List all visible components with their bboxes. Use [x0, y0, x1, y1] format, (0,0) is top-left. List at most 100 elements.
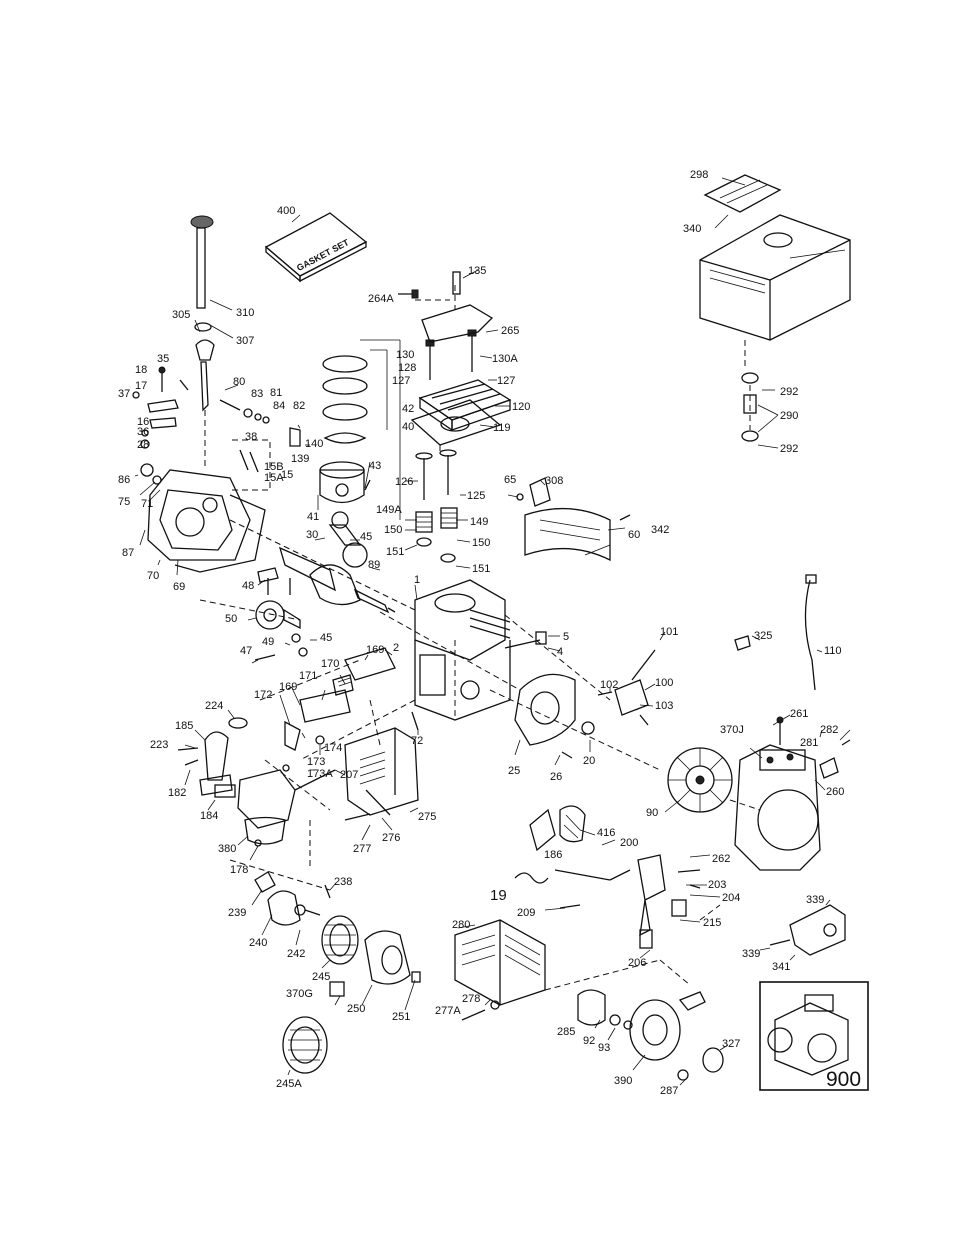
callout-140: 140 [305, 438, 323, 450]
callout-83: 83 [251, 388, 263, 400]
callout-60: 60 [628, 529, 640, 541]
callout-16: 16 [137, 416, 149, 428]
callout-128: 128 [398, 362, 416, 374]
callout-41: 41 [307, 511, 319, 523]
callout-1: 1 [414, 574, 420, 586]
callout-400: 400 [277, 205, 295, 217]
callout-102: 102 [600, 679, 618, 691]
assembly-leader-dashes [199, 285, 761, 991]
intake-elbow [177, 717, 248, 796]
callout-308: 308 [545, 475, 563, 487]
callout-203: 203 [708, 879, 726, 891]
callout-15B: 15B [264, 461, 284, 473]
callout-65: 65 [504, 474, 516, 486]
callout-239: 239 [228, 907, 246, 919]
callout-92: 92 [583, 1035, 595, 1047]
foam-texture [288, 1029, 322, 1061]
callout-86: 86 [118, 474, 130, 486]
muffler [344, 727, 419, 821]
callout-298: 298 [690, 169, 708, 181]
callout-80: 80 [233, 376, 245, 388]
crankcase-cover [140, 463, 266, 573]
callout-126: 126 [395, 476, 413, 488]
callout-390: 390 [614, 1075, 632, 1087]
callout-37: 37 [118, 388, 130, 400]
blower-housing [734, 716, 851, 871]
callout-287: 287 [660, 1085, 678, 1097]
callout-277A: 277A [435, 1005, 461, 1017]
crankshaft [278, 546, 396, 614]
callout-170: 170 [321, 658, 339, 670]
muffler-guard [454, 919, 546, 1021]
piston [319, 461, 371, 504]
callout-275: 275 [418, 811, 436, 823]
callout-206: 206 [628, 957, 646, 969]
callout-251: 251 [392, 1011, 410, 1023]
callout-173A: 173A [307, 768, 333, 780]
callout-101: 101 [660, 626, 678, 638]
callout-223: 223 [150, 739, 168, 751]
callout-48: 48 [242, 580, 254, 592]
callout-127a: 127 [392, 375, 410, 387]
callout-150b: 150 [472, 537, 490, 549]
callout-207: 207 [340, 769, 358, 781]
callout-416: 416 [597, 827, 615, 839]
callout-87: 87 [122, 547, 134, 559]
recoil-starter [577, 989, 724, 1081]
callout-238: 238 [334, 876, 352, 888]
callout-169a: 169 [366, 644, 384, 656]
callout-200: 200 [620, 837, 638, 849]
callout-120: 120 [512, 401, 530, 413]
callout-19: 19 [490, 887, 507, 904]
cylinder-head [410, 379, 512, 446]
callout-70: 70 [147, 570, 159, 582]
callout-151b: 151 [472, 563, 490, 575]
callout-5: 5 [563, 631, 569, 643]
callout-30: 30 [306, 529, 318, 541]
callout-119: 119 [493, 422, 511, 434]
flywheel-fins [668, 748, 732, 812]
callout-15: 15 [281, 469, 293, 481]
governor-linkage-parts [132, 366, 301, 491]
callout-339b: 339 [742, 948, 760, 960]
callout-292b: 292 [780, 443, 798, 455]
callout-245A: 245A [276, 1078, 302, 1090]
callout-69: 69 [173, 581, 185, 593]
callout-2: 2 [393, 642, 399, 654]
callout-307: 307 [236, 335, 254, 347]
callout-339a: 339 [806, 894, 824, 906]
callout-125: 125 [467, 490, 485, 502]
callout-172: 172 [254, 689, 272, 701]
callout-277: 277 [353, 843, 371, 855]
callout-17: 17 [135, 380, 147, 392]
callout-26: 26 [550, 771, 562, 783]
callout-250: 250 [347, 1003, 365, 1015]
callout-342: 342 [651, 524, 669, 536]
callout-262: 262 [712, 853, 730, 865]
callout-40: 40 [402, 421, 414, 433]
callout-281: 281 [800, 737, 818, 749]
callout-341: 341 [772, 961, 790, 973]
callout-15A: 15A [264, 472, 284, 484]
fuel-line-clamps [741, 372, 759, 442]
callout-245: 245 [312, 971, 330, 983]
callout-110: 110 [824, 645, 842, 657]
callout-340: 340 [683, 223, 701, 235]
callout-84: 84 [273, 400, 285, 412]
callout-150a: 150 [384, 524, 402, 536]
callout-25: 25 [508, 765, 520, 777]
control-cable [734, 574, 817, 691]
callout-242: 242 [287, 948, 305, 960]
callout-4: 4 [557, 646, 563, 658]
callout-209: 209 [517, 907, 535, 919]
gasket-set-label: GASKET SET [295, 237, 351, 273]
callout-186: 186 [544, 849, 562, 861]
callout-280: 280 [452, 919, 470, 931]
callout-90: 90 [646, 807, 658, 819]
callout-20: 20 [583, 755, 595, 767]
callout-264A: 264A [368, 293, 394, 305]
leader-lines [134, 177, 851, 1086]
callout-45b: 45 [320, 632, 332, 644]
callout-139: 139 [291, 453, 309, 465]
